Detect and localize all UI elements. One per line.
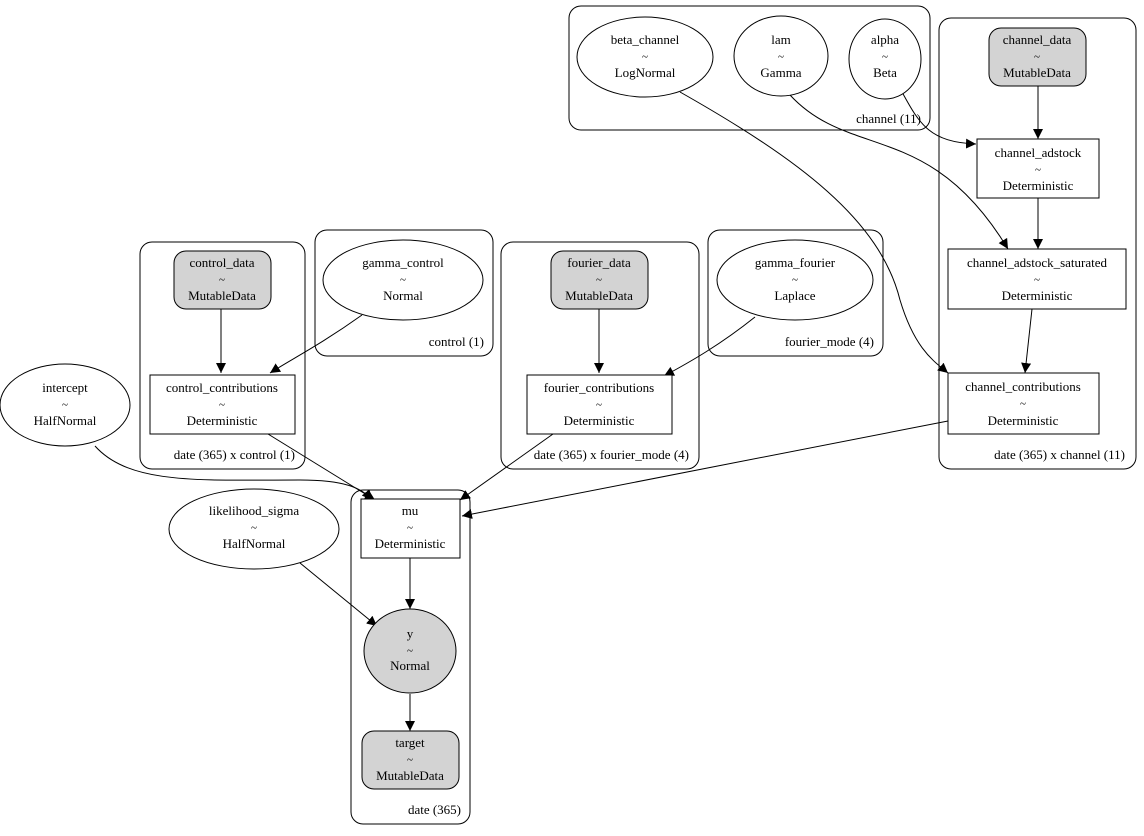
node-fourier-data-name: fourier_data bbox=[567, 255, 631, 270]
edge-gamma-fourier-to-fourier-contrib bbox=[663, 316, 756, 377]
plate-channel: channel (11) bbox=[568, 5, 931, 131]
node-fourier-data-tilde: ~ bbox=[596, 274, 602, 286]
node-gamma-fourier-name: gamma_fourier bbox=[755, 255, 836, 270]
node-mu-dist: Deterministic bbox=[375, 536, 446, 551]
edges bbox=[94, 86, 1043, 731]
node-likelihood-sigma-dist: HalfNormal bbox=[223, 536, 286, 551]
node-y[interactable]: y ~ Normal bbox=[363, 608, 457, 694]
node-fourier-contributions-name: fourier_contributions bbox=[544, 380, 654, 395]
node-beta-channel-tilde: ~ bbox=[642, 51, 648, 63]
node-lam-name: lam bbox=[771, 32, 791, 47]
edge-sigma-to-y bbox=[299, 562, 378, 627]
node-intercept-tilde: ~ bbox=[62, 399, 68, 411]
node-alpha-dist: Beta bbox=[873, 65, 897, 80]
node-fourier-contributions[interactable]: fourier_contributions ~ Deterministic bbox=[526, 374, 673, 435]
node-channel-adstock-saturated-dist: Deterministic bbox=[1002, 288, 1073, 303]
node-likelihood-sigma[interactable]: likelihood_sigma ~ HalfNormal bbox=[168, 488, 340, 570]
node-alpha-name: alpha bbox=[871, 32, 899, 47]
node-lam[interactable]: lam ~ Gamma bbox=[733, 15, 829, 97]
node-gamma-control[interactable]: gamma_control ~ Normal bbox=[322, 239, 484, 321]
node-control-data[interactable]: control_data ~ MutableData bbox=[173, 250, 272, 310]
plate-fourier-mode: fourier_mode (4) bbox=[707, 229, 884, 357]
plate-date: date (365) bbox=[350, 489, 471, 825]
plate-date-channel-label: date (365) x channel (11) bbox=[994, 447, 1125, 462]
plate-fourier-mode-label: fourier_mode (4) bbox=[785, 334, 874, 349]
plate-date-channel: date (365) x channel (11) bbox=[938, 17, 1137, 470]
node-beta-channel-dist: LogNormal bbox=[615, 65, 676, 80]
node-target[interactable]: target ~ MutableData bbox=[361, 730, 460, 790]
node-beta-channel[interactable]: beta_channel ~ LogNormal bbox=[576, 16, 714, 98]
node-intercept-dist: HalfNormal bbox=[34, 413, 97, 428]
node-channel-contributions-tilde: ~ bbox=[1020, 398, 1026, 410]
node-target-tilde: ~ bbox=[407, 754, 413, 766]
node-alpha-tilde: ~ bbox=[882, 51, 888, 63]
node-mu-name: mu bbox=[402, 503, 419, 518]
plate-date-control: date (365) x control (1) bbox=[139, 241, 306, 470]
edge-saturated-to-channel-contrib bbox=[1021, 308, 1033, 374]
plate-date-fourier-label: date (365) x fourier_mode (4) bbox=[534, 447, 689, 462]
node-intercept-name: intercept bbox=[42, 380, 88, 395]
node-control-data-dist: MutableData bbox=[188, 288, 256, 303]
node-channel-contributions[interactable]: channel_contributions ~ Deterministic bbox=[947, 372, 1100, 435]
node-fourier-data-dist: MutableData bbox=[565, 288, 633, 303]
node-channel-adstock-tilde: ~ bbox=[1035, 164, 1041, 176]
plate-channel-label: channel (11) bbox=[856, 111, 921, 126]
plate-control: control (1) bbox=[314, 229, 494, 357]
node-likelihood-sigma-name: likelihood_sigma bbox=[209, 503, 300, 518]
node-control-data-name: control_data bbox=[190, 255, 255, 270]
node-y-name: y bbox=[407, 626, 414, 641]
node-target-dist: MutableData bbox=[376, 768, 444, 783]
node-alpha[interactable]: alpha ~ Beta bbox=[848, 18, 922, 100]
node-control-contributions[interactable]: control_contributions ~ Deterministic bbox=[149, 374, 296, 435]
node-channel-adstock-saturated-tilde: ~ bbox=[1034, 274, 1040, 286]
edge-fourier-contrib-to-mu bbox=[459, 433, 554, 501]
node-gamma-fourier-tilde: ~ bbox=[792, 274, 798, 286]
edge-beta-channel-to-channel-contrib bbox=[679, 91, 949, 374]
node-channel-data-tilde: ~ bbox=[1034, 51, 1040, 63]
node-y-dist: Normal bbox=[390, 658, 430, 673]
plate-date-control-label: date (365) x control (1) bbox=[174, 447, 295, 462]
edge-gamma-control-to-control-contrib bbox=[269, 314, 363, 374]
node-mu-tilde: ~ bbox=[407, 522, 413, 534]
node-control-contributions-dist: Deterministic bbox=[187, 413, 258, 428]
node-channel-adstock[interactable]: channel_adstock ~ Deterministic bbox=[976, 138, 1100, 199]
node-fourier-contributions-tilde: ~ bbox=[596, 399, 602, 411]
node-channel-adstock-saturated-name: channel_adstock_saturated bbox=[967, 255, 1108, 270]
node-y-tilde: ~ bbox=[407, 645, 413, 657]
node-lam-tilde: ~ bbox=[778, 51, 784, 63]
node-likelihood-sigma-tilde: ~ bbox=[251, 522, 257, 534]
node-channel-data[interactable]: channel_data ~ MutableData bbox=[988, 27, 1087, 87]
node-channel-adstock-name: channel_adstock bbox=[995, 145, 1082, 160]
edge-lam-to-saturated bbox=[789, 94, 1009, 250]
node-channel-contributions-name: channel_contributions bbox=[965, 379, 1081, 394]
node-control-contributions-tilde: ~ bbox=[219, 399, 225, 411]
node-lam-dist: Gamma bbox=[760, 65, 801, 80]
node-gamma-fourier-dist: Laplace bbox=[774, 288, 815, 303]
node-target-name: target bbox=[395, 735, 425, 750]
node-mu[interactable]: mu ~ Deterministic bbox=[360, 498, 461, 559]
node-fourier-data[interactable]: fourier_data ~ MutableData bbox=[550, 250, 649, 310]
node-channel-adstock-saturated[interactable]: channel_adstock_saturated ~ Deterministi… bbox=[947, 248, 1127, 310]
edge-alpha-to-adstock bbox=[901, 91, 977, 149]
node-channel-data-dist: MutableData bbox=[1003, 65, 1071, 80]
plate-date-label: date (365) bbox=[408, 802, 461, 817]
plate-control-label: control (1) bbox=[429, 334, 484, 349]
node-fourier-contributions-dist: Deterministic bbox=[564, 413, 635, 428]
node-channel-contributions-dist: Deterministic bbox=[988, 413, 1059, 428]
node-gamma-control-name: gamma_control bbox=[362, 255, 444, 270]
node-gamma-fourier[interactable]: gamma_fourier ~ Laplace bbox=[716, 239, 874, 321]
node-control-data-tilde: ~ bbox=[219, 274, 225, 286]
edge-control-contrib-to-mu bbox=[267, 433, 376, 501]
node-control-contributions-name: control_contributions bbox=[166, 380, 278, 395]
edge-channel-contrib-to-mu bbox=[461, 420, 949, 519]
node-intercept[interactable]: intercept ~ HalfNormal bbox=[0, 363, 131, 447]
node-channel-adstock-dist: Deterministic bbox=[1003, 178, 1074, 193]
node-gamma-control-dist: Normal bbox=[383, 288, 423, 303]
node-channel-data-name: channel_data bbox=[1003, 32, 1072, 47]
node-gamma-control-tilde: ~ bbox=[400, 274, 406, 286]
node-beta-channel-name: beta_channel bbox=[611, 32, 680, 47]
